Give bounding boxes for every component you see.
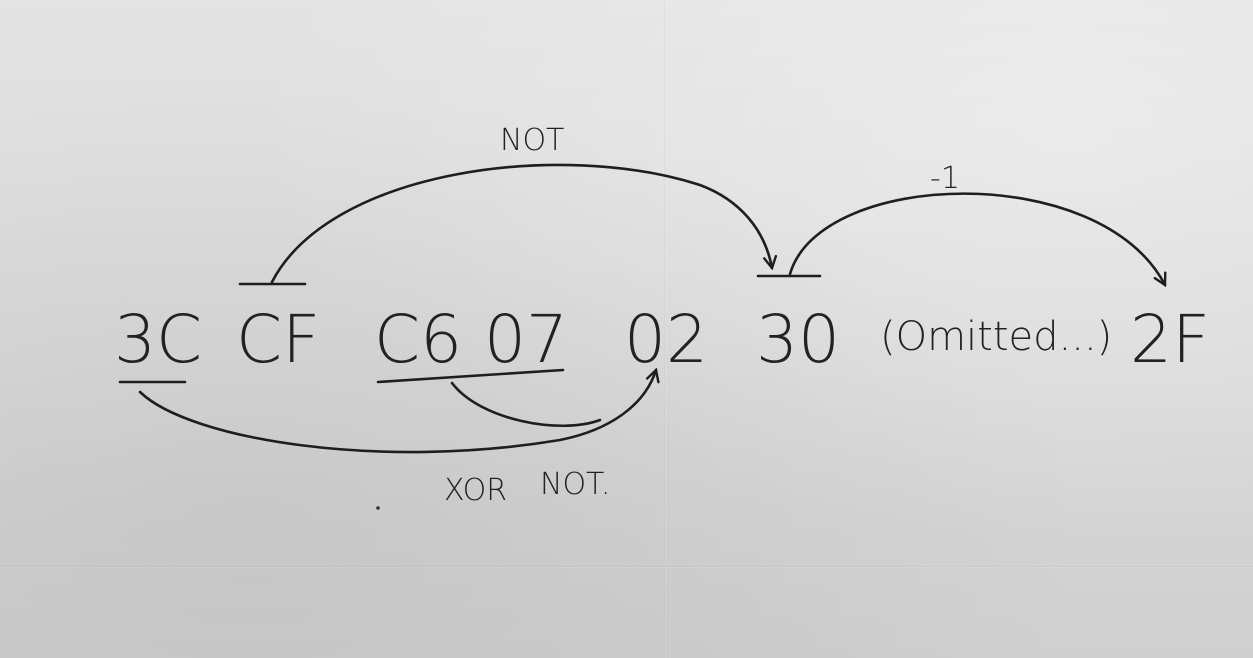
underline-c6-07 (376, 368, 565, 384)
arrow-not-c6-07-to-02 (450, 381, 602, 427)
byte-c6: C6 (374, 301, 462, 378)
byte-2f: 2F (1130, 301, 1210, 378)
arrow-minus-one-30-to-2f (788, 192, 1165, 285)
byte-02: 02 (624, 301, 708, 378)
byte-30: 30 (756, 301, 840, 378)
arrow-xor-3c-to-02 (138, 370, 656, 454)
label-minus-one: -1 (930, 161, 960, 196)
ink-dot (376, 506, 380, 510)
omitted-note: (Omitted...) (880, 314, 1112, 360)
arrow-not-cf-to-30 (270, 163, 772, 284)
byte-07: 07 (484, 301, 568, 378)
label-not-top: NOT (500, 123, 564, 158)
byte-cf: CF (236, 301, 320, 378)
paper-fold-vertical (664, 0, 666, 658)
label-xor: XOR (444, 473, 507, 508)
byte-3c: 3C (114, 301, 202, 378)
label-not-bottom: NOT. (540, 467, 610, 502)
paper-fold-horizontal (0, 566, 1253, 568)
